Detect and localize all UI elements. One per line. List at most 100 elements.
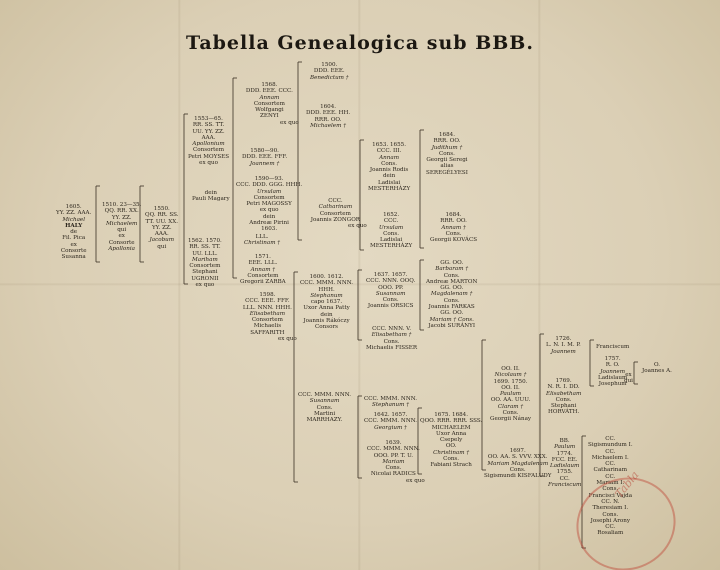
block-line: RR. SS. TT.	[189, 244, 221, 251]
block-line: Mariam I.	[596, 480, 625, 487]
persons-joannes-ladislaus-josephus: 1757. R. O. Joannem Ladislaum Josephum	[598, 356, 627, 387]
block-line: L. N. I. M. P.	[546, 342, 581, 349]
block-line: UGRONII	[191, 275, 219, 282]
person-benedict: 1500. DDD. EEE. Benedictum †	[310, 62, 349, 81]
block-line: qui	[157, 243, 167, 250]
block-line: dein	[320, 311, 333, 318]
block-line: OOO. PP. T. U.	[373, 452, 414, 459]
block-line: Joannem	[600, 368, 626, 375]
block-line: Stephanum †	[372, 402, 410, 409]
block-line: Ursulam	[256, 188, 282, 195]
block-line: CC.	[559, 475, 570, 482]
block-line: Martini	[313, 410, 336, 417]
block-line: Annam †	[250, 266, 276, 273]
block-line: 1605.	[65, 204, 82, 210]
block-line: Barbaram †	[435, 266, 469, 273]
block-line: ex	[118, 233, 125, 240]
block-line: 1755.	[556, 469, 573, 476]
block-line: 1652.	[383, 212, 400, 218]
person-elisabeth-fisser: CCC. NNN. V. Elisabetham † Cons. Michael…	[366, 326, 417, 351]
block-line: CCC. EEE. FFF.	[245, 298, 290, 305]
block-line: dein	[382, 173, 396, 180]
block-line: Apollonium	[192, 141, 225, 148]
block-line: Susanna	[61, 254, 86, 261]
block-line: MESTERHÁZY	[368, 186, 411, 193]
block-line: 1726.	[555, 336, 572, 342]
block-line: CCC. MMM. NNN.	[298, 392, 352, 398]
block-line: Franciscum	[596, 344, 630, 350]
block-line: ex	[625, 372, 632, 378]
block-line: Magdalenam †	[430, 291, 473, 298]
children-sigismundus-rosalia: CC. Sigismundum I. CC. Michaelem I. CC. …	[588, 436, 633, 537]
block-line: Stephanum	[310, 292, 343, 299]
block-line: 1642. 1657.	[373, 412, 408, 418]
block-line: ex quo	[259, 207, 279, 214]
block-line: Elisabetham †	[371, 332, 412, 339]
block-line: Susannam	[309, 398, 340, 405]
block-line: Jacobi SURÁNYI	[428, 322, 476, 329]
block-line: Catharinam	[318, 204, 353, 211]
sisters-marton-farkas-suranyi: GG. OO. Barbaram † Cons. Andreæ MARTON G…	[426, 260, 477, 329]
block-line: Ladislai	[379, 237, 403, 244]
block-line: Stephani	[550, 403, 577, 410]
block-line: HHH.	[318, 286, 335, 293]
block-line: Franciscum	[548, 482, 582, 489]
person-michael-2: 1510. 23—35. QQ. RR. XX. YY. ZZ. Michael…	[102, 202, 141, 252]
block-line: OOO. PP.	[378, 284, 404, 291]
block-line: ex quo	[278, 336, 297, 343]
block-line: Jacobum	[149, 237, 175, 244]
block-line: Paulum	[554, 444, 576, 451]
block-line: RRR. OO.	[440, 218, 467, 225]
block-line: Consorte	[60, 248, 87, 255]
block-line: OO.	[445, 443, 457, 450]
block-line: TT. UU. XX.	[145, 218, 179, 225]
block-line: Elisabetham	[249, 310, 286, 317]
block-line: ex quo	[199, 160, 218, 167]
note-pauli-magary: dein Pauli Magary	[192, 190, 230, 203]
block-line: Michaelis FISSER	[366, 344, 418, 351]
block-line: Cons.	[439, 150, 455, 157]
block-line: Joannem	[551, 348, 576, 355]
person-maria-magdalena-kisfaludy: 1697. OO. AA. S. VVV. XXX. Mariam Magdal…	[484, 448, 551, 479]
block-line: CCC.	[328, 198, 343, 204]
block-line: MICHAELEM	[431, 424, 471, 431]
person-christina: LLL. Christinam †	[244, 234, 280, 247]
block-line: Nicolai RADICS	[370, 471, 416, 478]
block-line: Joannis ORSICS	[367, 303, 414, 310]
block-line: HALY	[65, 222, 83, 229]
block-line: Wolfgangi	[255, 107, 284, 114]
block-line: CCC. III.	[376, 148, 402, 155]
block-line: 1757.	[604, 356, 621, 362]
block-line: 1510. 23—35.	[102, 202, 142, 208]
block-line: LLL. NNN. HHH.	[242, 304, 292, 311]
person-anna-zarba: 1571. EEE. LLL. Annam † Consortem Gregor…	[240, 254, 286, 285]
block-line: 1604.	[320, 104, 337, 110]
block-line: O.	[653, 362, 660, 368]
block-line: Cons.	[502, 410, 519, 417]
person-joannes-1: 1580—90. DDD. EEE. FFF. Joannem †	[242, 148, 287, 167]
block-line: Cons.	[602, 486, 619, 493]
person-ursula-mesterhazy: 1652. CCC. Ursulam Cons. Ladislai MESTER…	[370, 212, 412, 250]
block-line: OO. II.	[501, 366, 520, 372]
person-jacob: 1550. QQ. RR. SS. TT. UU. XX. YY. ZZ. AA…	[145, 206, 179, 250]
block-line: Joannis Rodis	[369, 167, 409, 174]
block-line: ex quo	[195, 282, 215, 289]
person-stephan-2: CCC. MMM. NNN. Stephanum †	[364, 396, 417, 409]
person-susanna-marrhazy: CCC. MMM. NNN. Susannam Cons. Martini MA…	[298, 392, 351, 423]
block-line: Cons.	[316, 404, 333, 411]
block-line: AAA.	[154, 231, 169, 238]
block-line: DDD. EEE. CCC.	[245, 88, 293, 95]
block-line: CCC. NNN. V.	[372, 326, 411, 332]
block-line: Cons.	[443, 297, 460, 304]
block-line: Cons.	[385, 465, 402, 472]
block-line: Petri MAGOSSY	[246, 201, 292, 208]
block-line: RR. SS. TT.	[192, 122, 225, 129]
person-michael-4: 1675. 1684. QOO. RRR. RRR. SSS. MICHAELE…	[420, 412, 482, 469]
block-line: UU. LLL.	[192, 250, 218, 257]
block-line: Consorte	[108, 239, 135, 246]
block-line: N. R. I. DD.	[547, 384, 580, 391]
person-judith-seregelyesi: 1684. RRR. OO. Judithum † Cons. Georgii …	[426, 132, 468, 176]
block-line: Theresiam I.	[592, 505, 629, 512]
block-line: CC.	[605, 436, 616, 442]
block-line: HORVÁTH.	[547, 409, 580, 416]
